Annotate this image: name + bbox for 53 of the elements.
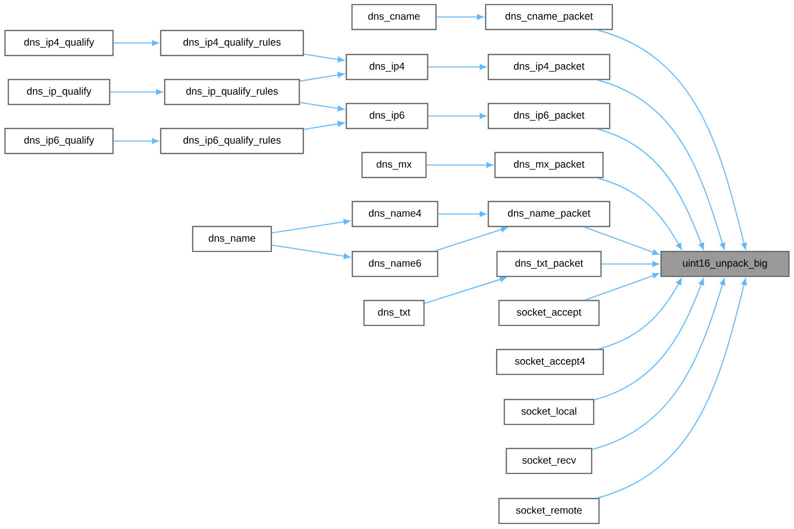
function-box: dns_cname bbox=[351, 4, 437, 30]
arrow bbox=[598, 278, 682, 350]
function-box: dns_ip6_qualify bbox=[4, 128, 114, 154]
function-box: dns_ip4_qualify_rules bbox=[160, 30, 304, 56]
function-box: dns_ip6_packet bbox=[488, 102, 610, 130]
function-box: dns_txt_packet bbox=[496, 250, 602, 278]
arrow bbox=[428, 113, 486, 119]
arrow bbox=[304, 54, 344, 62]
arrow bbox=[304, 120, 344, 130]
function-box: dns_mx_packet bbox=[494, 152, 604, 178]
function-box: socket_remote bbox=[498, 498, 600, 524]
function-box: socket_accept4 bbox=[496, 348, 604, 376]
arrow bbox=[435, 226, 508, 252]
function-box: dns_cname_packet bbox=[485, 4, 613, 30]
arrow bbox=[114, 138, 159, 144]
function-box: dns_ip4_qualify bbox=[4, 30, 114, 56]
arrow bbox=[594, 278, 704, 400]
arrow bbox=[585, 272, 660, 300]
arrow bbox=[424, 276, 506, 304]
arrow bbox=[598, 178, 682, 250]
function-box: socket_accept bbox=[498, 300, 600, 326]
arrow bbox=[426, 162, 493, 168]
arrow bbox=[598, 30, 747, 250]
function-box: dns_name_packet bbox=[488, 200, 610, 228]
function-box: dns_ip6_qualify_rules bbox=[160, 128, 304, 154]
arrow bbox=[114, 40, 159, 46]
arrow bbox=[598, 128, 704, 250]
function-box: uint16_unpack_big bbox=[660, 250, 790, 278]
arrow bbox=[584, 226, 660, 256]
arrow bbox=[300, 72, 344, 82]
arrow bbox=[272, 218, 350, 234]
function-box: dns_ip4 bbox=[346, 54, 428, 80]
arrow bbox=[272, 244, 350, 260]
function-box: dns_mx bbox=[361, 152, 427, 178]
arrow bbox=[438, 211, 486, 217]
arrow bbox=[602, 261, 659, 267]
arrow bbox=[598, 80, 726, 250]
function-box: socket_recv bbox=[506, 448, 592, 474]
arrow bbox=[110, 89, 163, 95]
arrow bbox=[436, 14, 484, 20]
function-box: dns_ip4_packet bbox=[488, 54, 610, 80]
arrow bbox=[300, 102, 344, 112]
function-box: dns_ip6 bbox=[346, 102, 428, 130]
function-box: dns_ip_qualify_rules bbox=[164, 78, 300, 106]
function-box: dns_ip_qualify bbox=[8, 78, 110, 106]
function-box: dns_name6 bbox=[352, 250, 438, 278]
arrow bbox=[598, 278, 747, 498]
arrow bbox=[428, 64, 486, 70]
function-box: dns_name4 bbox=[352, 200, 438, 228]
function-box: dns_txt bbox=[363, 300, 425, 326]
arrow bbox=[592, 278, 726, 450]
function-box: socket_local bbox=[504, 398, 594, 426]
function-box: dns_name bbox=[192, 226, 272, 252]
